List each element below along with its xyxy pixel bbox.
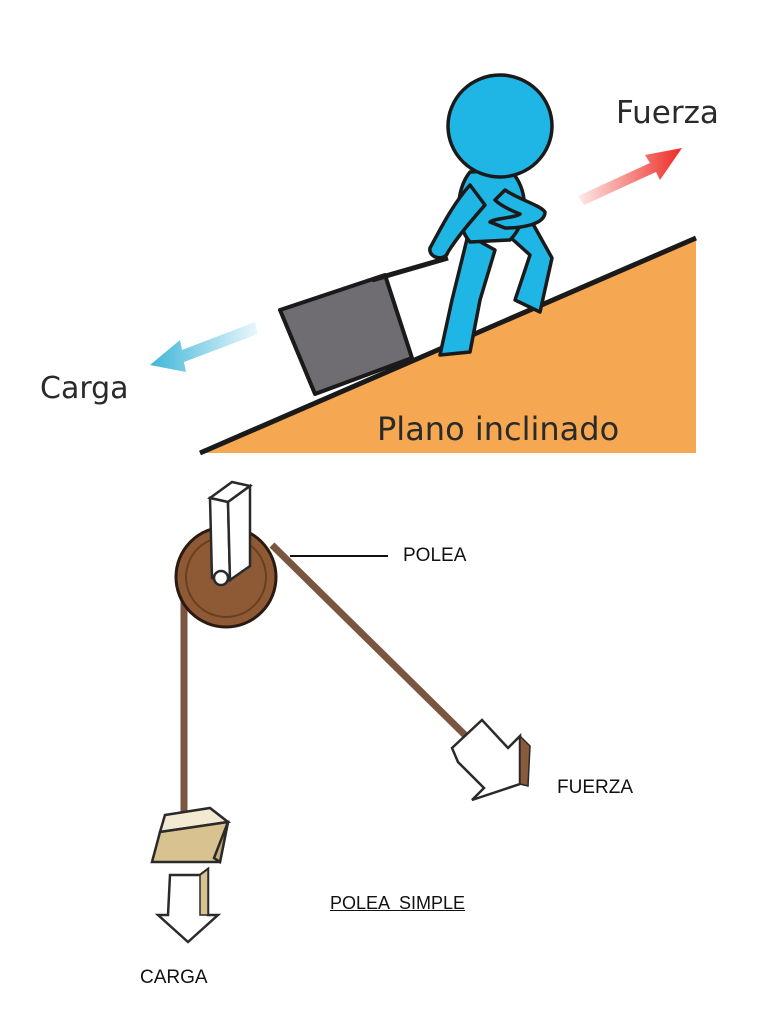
rope [371, 255, 449, 283]
load-weight [150, 806, 232, 865]
ramp-label: Plano inclinado [377, 410, 620, 448]
simple-pulley-diagram: POLEA FUERZA CARGA POLEA SIMPLE [0, 470, 768, 1024]
load-arrow-down [154, 866, 222, 944]
pulley-bracket [207, 480, 253, 587]
force-label: Fuerza [616, 95, 719, 131]
force-label-pulley: FUERZA [557, 777, 633, 798]
force-arrow-diagonal [450, 718, 531, 802]
person-figure [428, 73, 554, 357]
rope-right [269, 542, 471, 741]
pulley-label: POLEA [403, 545, 467, 566]
inclined-plane-illustration [150, 73, 697, 456]
load-label: Carga [40, 371, 129, 406]
force-arrow [578, 148, 682, 205]
pulley-caption: POLEA SIMPLE [330, 893, 466, 913]
load-arrow [150, 322, 258, 372]
box-load [278, 273, 414, 396]
person-head [446, 73, 554, 179]
inclined-plane-diagram: Fuerza Carga Plano inclinado [0, 0, 768, 470]
load-label-pulley: CARGA [140, 967, 208, 988]
pulley-illustration [150, 480, 531, 944]
